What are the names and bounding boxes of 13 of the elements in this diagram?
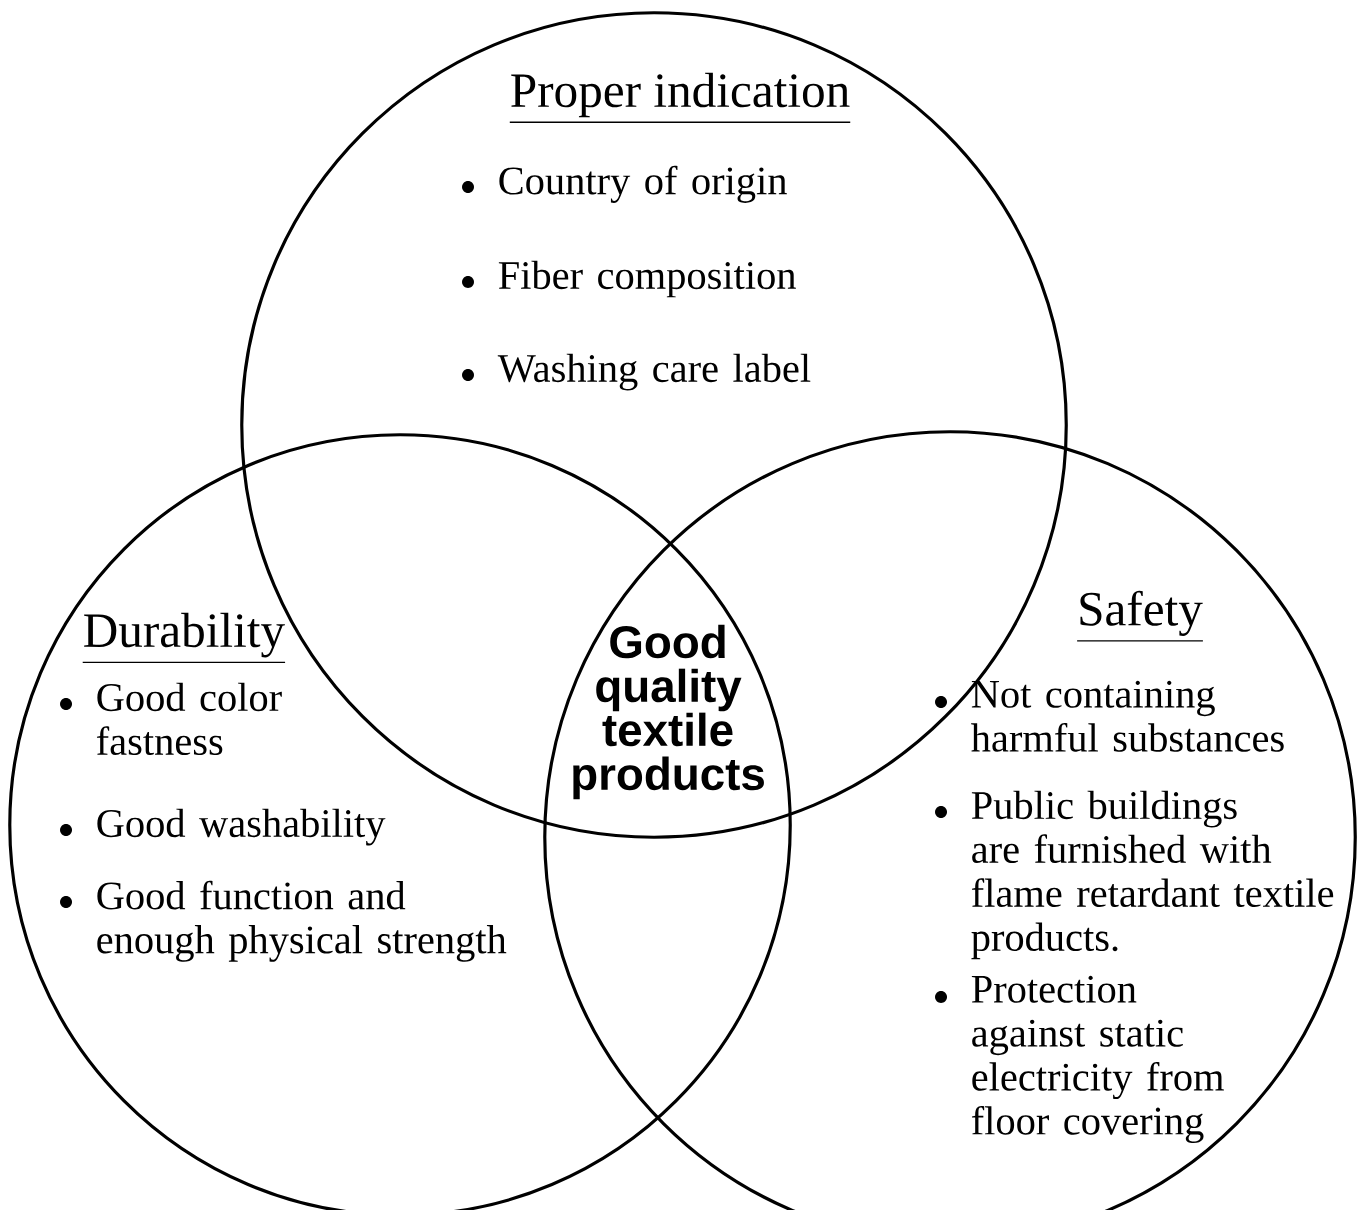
circle-heading: Proper indication [509,72,851,123]
circle-heading: Durability [82,612,286,664]
center-label: Good quality textile products [573,624,764,800]
bullet-item: Good function and enough physical strength [97,880,507,962]
bullet-item: Good washability [97,808,386,846]
bullet-item: Good color fastness [97,682,282,756]
bullet-item: Not containing harmful substances [971,680,1284,752]
circle-heading: Safety [1076,590,1204,642]
bullet-item: Public buildings are furnished with flame retardant textile products. [971,790,1334,960]
bullet-item: Country of origin [499,165,787,203]
bullet-item: Fiber composition [498,260,796,298]
bullet-item: Protection against static electricity from floor covering [971,975,1224,1144]
bullet-item: Washing care label [497,353,811,391]
